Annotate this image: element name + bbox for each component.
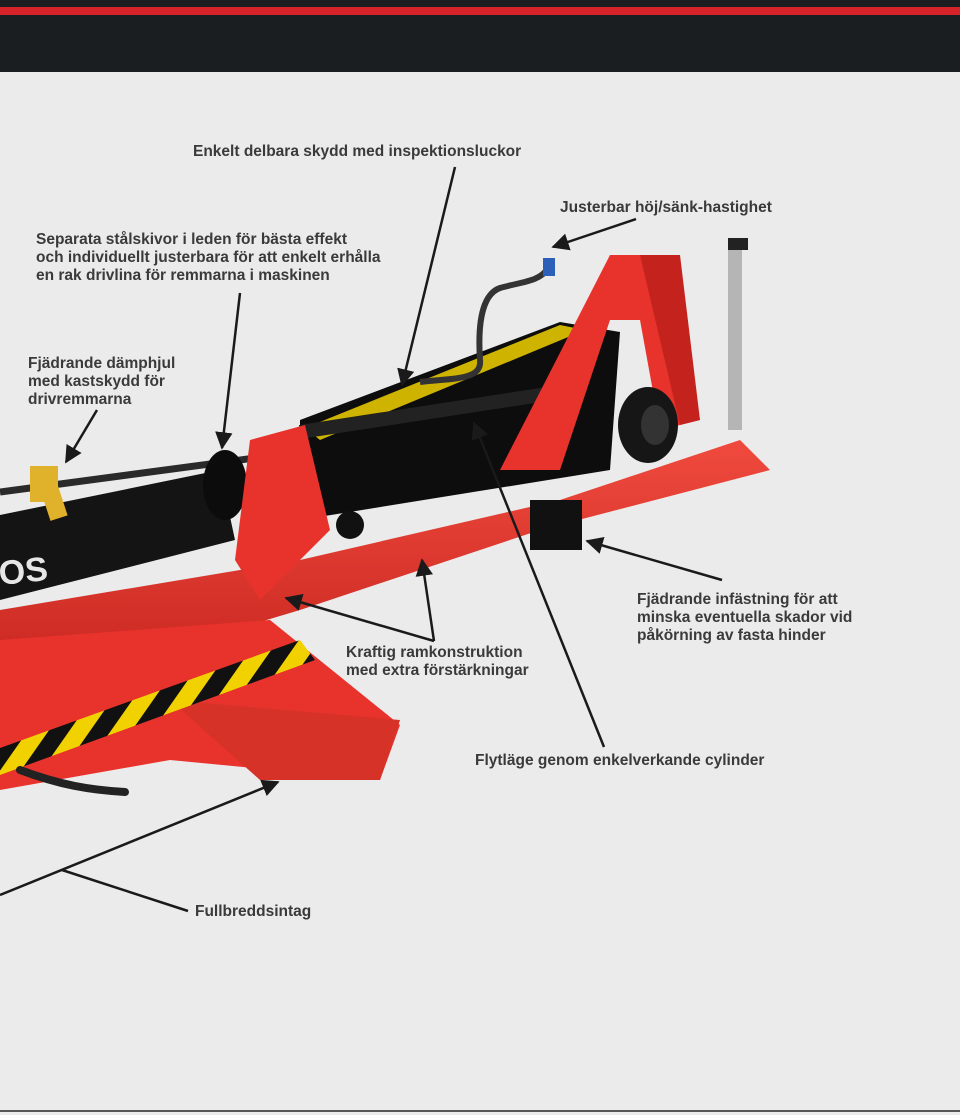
callout-frame: Kraftig ramkonstruktion med extra förstä… — [346, 644, 529, 679]
brand-fragment: OS — [0, 550, 50, 593]
header-accent-line — [0, 7, 960, 15]
bottom-rule — [0, 1110, 960, 1112]
leader-float — [471, 421, 606, 748]
leader-speed — [551, 217, 637, 251]
leader-guard — [397, 166, 457, 387]
leader-frame-b — [284, 593, 435, 643]
header-bar — [0, 0, 960, 72]
hitch-frame-icon — [500, 255, 700, 470]
belt-pulleys — [203, 450, 247, 520]
leader-intake-a — [61, 868, 189, 913]
parking-stand — [728, 245, 742, 430]
leader-mount — [585, 536, 723, 582]
speed-valve — [543, 258, 555, 276]
hydraulic-cylinder-icon — [298, 385, 562, 439]
leader-frame-a — [415, 558, 436, 642]
black-guard-housing — [300, 322, 620, 520]
callout-float: Flytläge genom enkelverkande cylinder — [475, 752, 765, 769]
callout-intake: Fullbreddsintag — [195, 903, 312, 920]
hazard-stripe-icon — [0, 640, 315, 775]
hydraulic-hose — [419, 266, 551, 385]
leader-intake-b — [0, 779, 280, 897]
callout-guard: Enkelt delbara skydd med inspektionsluck… — [193, 143, 522, 160]
callout-speed: Justerbar höj/sänk-hastighet — [560, 199, 772, 216]
callout-mount: Fjädrande infästning för att minska even… — [637, 591, 853, 644]
leader-damper — [64, 409, 99, 464]
leader-plates — [215, 292, 242, 450]
pivot-bolt — [336, 511, 364, 539]
spring-mount-block — [530, 500, 582, 550]
callout-plates: Separata stålskivor i leden för bästa ef… — [36, 231, 381, 284]
callout-damper: Fjädrande dämphjul med kastskydd för dri… — [28, 355, 176, 408]
red-side-plate — [235, 425, 330, 600]
black-beam — [0, 470, 235, 600]
hitch-frame-side — [640, 255, 700, 425]
drag-chain — [16, 766, 129, 796]
